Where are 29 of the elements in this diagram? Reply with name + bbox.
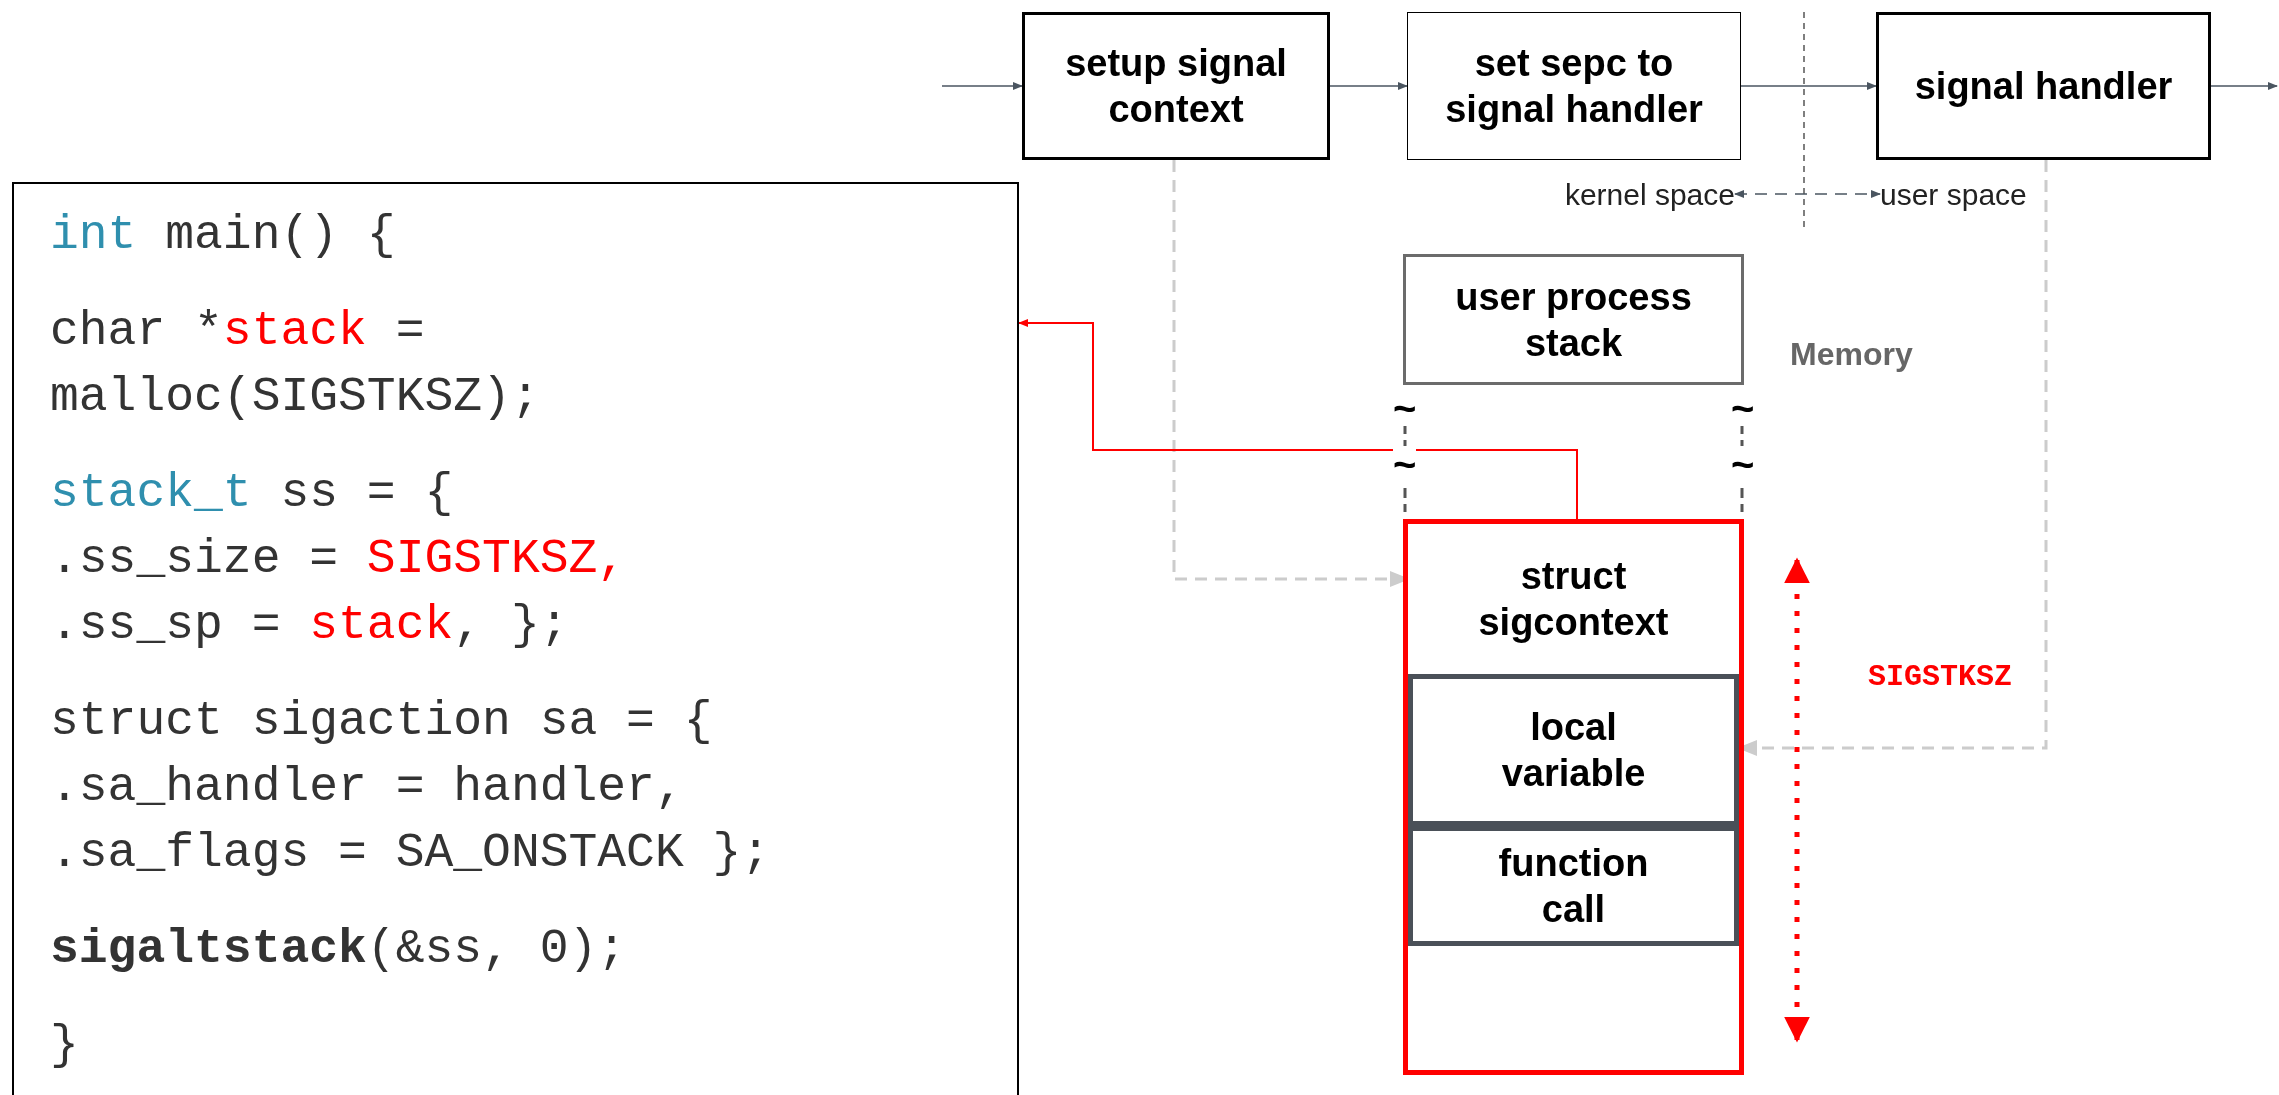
memory-region-box: user process stack [1403, 254, 1744, 385]
arrow [1329, 82, 1408, 90]
code-statement: sigaltstack(&ss, 0); [50, 921, 628, 978]
code-statement: char *stack = malloc(SIGSTKSZ); [50, 303, 541, 426]
break-mark: ~ [1393, 390, 1417, 426]
break-mark: ~ [1731, 390, 1755, 426]
code-statement: struct sigaction sa = { .sa_handler = handler, .sa_flags = SA_ONSTACK }; [50, 693, 772, 882]
process-box: setup signal context [1022, 12, 1330, 160]
break-mark: ~ [1731, 446, 1755, 482]
size-label: SIGSTKSZ [1868, 659, 2013, 696]
arrow [1018, 319, 1578, 520]
stack-frame-label: struct sigcontext [1408, 524, 1739, 674]
code-statement: stack_t ss = { .ss_size = SIGSTKSZ, .ss_sp = stack, }; [50, 465, 628, 654]
arrow [2210, 82, 2278, 90]
arrow [1734, 190, 1881, 198]
arrow [941, 82, 1023, 90]
code-panel [12, 182, 1019, 1095]
process-box: signal handler [1876, 12, 2211, 160]
arrow [1740, 82, 1877, 90]
stack-frame-box: local variable [1408, 674, 1739, 826]
break-mark: ~ [1393, 446, 1417, 482]
space-label: user space [1880, 172, 2060, 216]
stack-frame-box: function call [1408, 826, 1739, 946]
alternate-stack-box [1403, 519, 1744, 1075]
code-statement: } [50, 1017, 80, 1074]
process-box: set sepc to signal handler [1407, 12, 1741, 160]
region-label: Memory [1790, 335, 1913, 374]
space-label: kernel space [1525, 172, 1735, 216]
code-statement: int main() { [50, 207, 397, 264]
